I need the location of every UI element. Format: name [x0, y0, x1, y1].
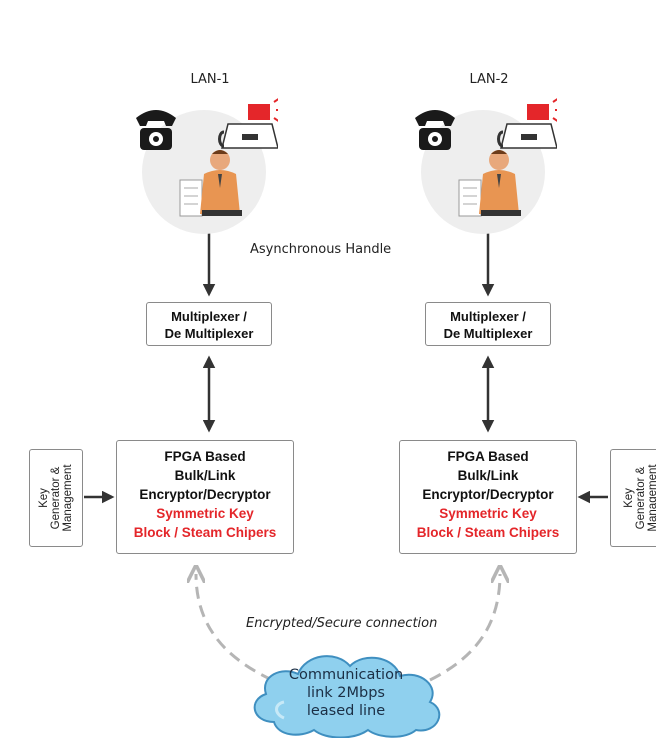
key-generator-box-left: Key Generator & Management — [29, 449, 83, 547]
encrypted-connection-label: Encrypted/Secure connection — [246, 616, 438, 631]
fpga-right-cipher-line2: Block / Steam Chipers — [416, 525, 560, 540]
key-right-line1: Key — [623, 488, 635, 508]
lan1-workstation-illustration — [136, 98, 278, 234]
telephone-icon — [136, 110, 176, 150]
fpga-left-cipher-line1: Symmetric Key — [156, 506, 254, 521]
office-worker-icon — [179, 150, 242, 217]
mux-left-line2: De Multiplexer — [164, 326, 254, 341]
lan2-label: LAN-2 — [469, 72, 509, 87]
fpga-box-right: FPGA Based Bulk/Link Encryptor/Decryptor… — [399, 440, 577, 554]
cloud-line1: Communication — [288, 667, 404, 683]
office-worker-icon — [458, 150, 521, 217]
key-generator-left-text: Key Generator & Management — [38, 464, 74, 531]
dashed-link-right — [429, 574, 500, 682]
fpga-left-cipher-line2: Block / Steam Chipers — [133, 525, 277, 540]
multiplexer-box-right: Multiplexer / De Multiplexer — [425, 302, 551, 346]
fpga-left-line3: Encryptor/Decryptor — [139, 487, 271, 502]
key-right-line2: Generator & — [635, 466, 647, 530]
key-generator-box-right: Key Generator & Management — [610, 449, 656, 547]
cloud-line3: leased line — [306, 703, 386, 719]
communication-link-label: Communication link 2Mbps leased line — [266, 666, 426, 720]
fpga-right-line3: Encryptor/Decryptor — [422, 487, 554, 502]
dashed-link-left — [196, 574, 273, 682]
fax-machine-icon — [218, 98, 278, 149]
key-generator-right-text: Key Generator & Management — [623, 464, 656, 531]
fpga-right-line1: FPGA Based — [447, 449, 529, 464]
cloud-icon — [253, 655, 441, 738]
key-left-line3: Management — [62, 464, 74, 532]
lan1-label: LAN-1 — [190, 72, 230, 87]
lan2-workstation-illustration — [415, 98, 557, 234]
mux-right-line2: De Multiplexer — [443, 326, 533, 341]
key-left-line1: Key — [38, 488, 50, 508]
fpga-box-left: FPGA Based Bulk/Link Encryptor/Decryptor… — [116, 440, 294, 554]
key-left-line2: Generator & — [50, 466, 62, 530]
fpga-left-line2: Bulk/Link — [174, 468, 236, 483]
asynchronous-handle-label: Asynchronous Handle — [250, 242, 392, 257]
telephone-icon — [415, 110, 455, 150]
cloud-line2: link 2Mbps — [307, 685, 385, 701]
mux-left-line1: Multiplexer / — [171, 309, 247, 324]
fpga-left-line1: FPGA Based — [164, 449, 246, 464]
fax-machine-icon — [497, 98, 557, 149]
mux-right-line1: Multiplexer / — [450, 309, 526, 324]
fpga-right-line2: Bulk/Link — [457, 468, 519, 483]
key-right-line3: Management — [647, 464, 656, 532]
multiplexer-box-left: Multiplexer / De Multiplexer — [146, 302, 272, 346]
fpga-right-cipher-line1: Symmetric Key — [439, 506, 537, 521]
